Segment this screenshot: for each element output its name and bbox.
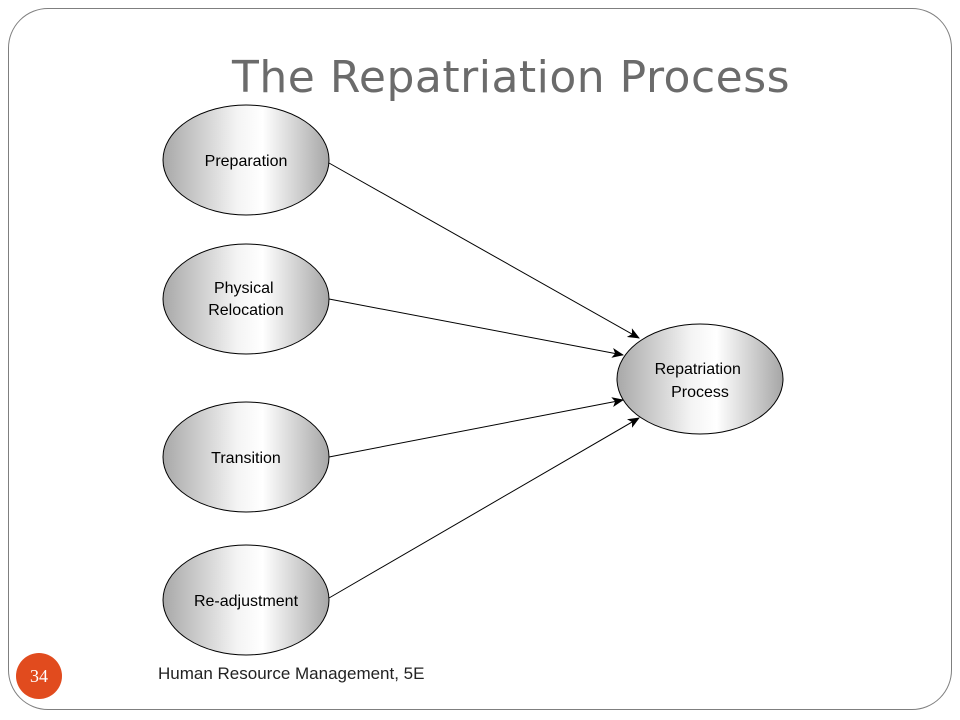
node-preparation: Preparation xyxy=(162,104,330,216)
node-transition-label: Transition xyxy=(211,450,281,467)
node-physical-relocation-shape xyxy=(162,243,330,355)
node-repatriation-process-shape xyxy=(616,323,784,435)
node-re-adjustment-shape xyxy=(162,544,330,656)
page-number: 34 xyxy=(30,665,48,686)
edge-re-adjustment-to-repatriation-process xyxy=(328,417,640,599)
page-number-badge: 34 xyxy=(16,653,62,699)
slide-footer: Human Resource Management, 5E xyxy=(158,664,425,683)
node-physical-relocation-label-line-2: Relocation xyxy=(208,302,284,319)
node-re-adjustment: Re-adjustment xyxy=(162,544,330,656)
node-physical-relocation: Physical Relocation xyxy=(162,243,330,355)
node-re-adjustment-label-line-1: Re-adjustment xyxy=(194,593,299,610)
edge-transition-to-repatriation-process xyxy=(328,397,624,458)
node-repatriation-process: Repatriation Process xyxy=(616,323,784,435)
node-repatriation-process-label-line-1: Repatriation xyxy=(655,361,741,378)
node-transition-label-line-1: Transition xyxy=(211,450,281,467)
node-preparation-label: Preparation xyxy=(205,153,288,170)
edge-physical-relocation-to-repatriation-process xyxy=(328,298,624,358)
node-transition-shape xyxy=(162,401,330,513)
node-repatriation-process-label: Repatriation Process xyxy=(655,361,746,401)
node-preparation-label-line-1: Preparation xyxy=(205,153,288,170)
node-re-adjustment-label: Re-adjustment xyxy=(194,593,299,610)
edge-preparation-to-repatriation-process xyxy=(328,162,640,339)
node-physical-relocation-label-line-1: Physical xyxy=(214,280,274,297)
slide-title: The Repatriation Process xyxy=(232,52,791,103)
node-preparation-shape xyxy=(162,104,330,216)
node-transition: Transition xyxy=(162,401,330,513)
node-physical-relocation-label: Physical Relocation xyxy=(208,280,284,319)
node-repatriation-process-label-line-2: Process xyxy=(671,384,729,401)
